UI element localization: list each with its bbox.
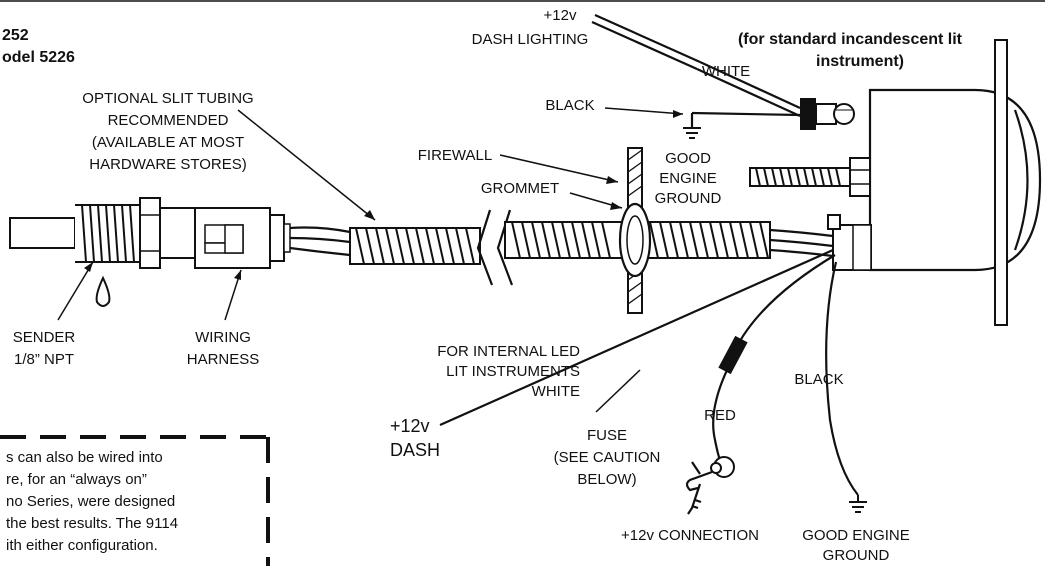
- black-top-label: BLACK: [545, 97, 594, 114]
- sender-label-2: 1/8” NPT: [14, 351, 74, 368]
- led-label-3: WHITE: [532, 383, 580, 400]
- note-box: s can also be wired into re, for an “alw…: [0, 435, 270, 566]
- model-line1: 252: [2, 27, 29, 44]
- sender: [9, 197, 196, 307]
- optional-label-4: HARDWARE STORES): [89, 156, 247, 173]
- led-label-1: FOR INTERNAL LED: [437, 343, 580, 360]
- fuse-label-1: FUSE: [587, 427, 627, 444]
- note-line-3: no Series, were designed: [6, 493, 175, 510]
- dash-lighting-label-2: DASH LIGHTING: [472, 31, 589, 48]
- standard-note-1: (for standard incandescent lit: [738, 31, 963, 48]
- connection-label: +12v CONNECTION: [621, 527, 759, 544]
- optional-label-3: (AVAILABLE AT MOST: [92, 134, 244, 151]
- dash-lighting-wire: [591, 13, 801, 118]
- leader-arrowheads: [84, 110, 683, 280]
- inline-fuse-icon: [718, 335, 748, 375]
- gauge: [749, 39, 1042, 326]
- slit-tubing-left: [349, 227, 481, 265]
- bottom-ground-label-2: GROUND: [823, 547, 890, 564]
- grommet: [618, 202, 652, 278]
- note-line-2: re, for an “always on”: [6, 471, 147, 488]
- harness-label-2: HARNESS: [187, 351, 260, 368]
- ignition-key-icon: [685, 456, 735, 515]
- sender-label-1: SENDER: [13, 329, 76, 346]
- fuse-label-2: (SEE CAUTION: [554, 449, 661, 466]
- harness-label-1: WIRING: [195, 329, 251, 346]
- red-wire: [712, 254, 836, 461]
- grommet-label: GROMMET: [481, 180, 559, 197]
- dash-lighting-label-1: +12v: [544, 7, 577, 24]
- dash-label-2: DASH: [390, 440, 440, 460]
- fuse-label-3: BELOW): [577, 471, 636, 488]
- note-line-4: the best results. The 9114: [6, 515, 178, 532]
- black-wire-bottom: [825, 261, 859, 496]
- note-line-5: ith either configuration.: [6, 537, 158, 554]
- good-ground-label-1: GOOD: [665, 150, 711, 167]
- optional-label-1: OPTIONAL SLIT TUBING: [82, 90, 253, 107]
- bottom-ground-label-1: GOOD ENGINE: [802, 527, 910, 544]
- model-line2: odel 5226: [2, 49, 75, 66]
- black-ground-wire: [690, 111, 801, 128]
- optional-label-2: RECOMMENDED: [108, 112, 229, 129]
- white-top-label: WHITE: [702, 63, 750, 80]
- good-ground-label-3: GROUND: [655, 190, 722, 207]
- standard-note-2: instrument): [816, 53, 904, 70]
- firewall-label: FIREWALL: [418, 147, 492, 164]
- note-line-1: s can also be wired into: [6, 449, 163, 466]
- harness-wires: [289, 226, 351, 257]
- gauge-wires: [769, 228, 834, 258]
- ground-symbol-icon: [849, 495, 867, 513]
- gauge-bezel-plate: [994, 39, 1008, 326]
- led-label-2: LIT INSTRUMENTS: [446, 363, 580, 380]
- led-white-wire: [439, 248, 834, 427]
- dash-label-1: +12v: [390, 416, 430, 436]
- red-label: RED: [704, 407, 736, 424]
- gauge-connector: [827, 214, 872, 271]
- wiring-harness-connector: [194, 207, 291, 269]
- good-ground-label-2: ENGINE: [659, 170, 717, 187]
- ground-symbol-icon: [683, 127, 701, 139]
- bulb-socket-icon: [800, 98, 855, 130]
- black-bottom-label: BLACK: [794, 371, 843, 388]
- gauge-stud: [749, 157, 871, 197]
